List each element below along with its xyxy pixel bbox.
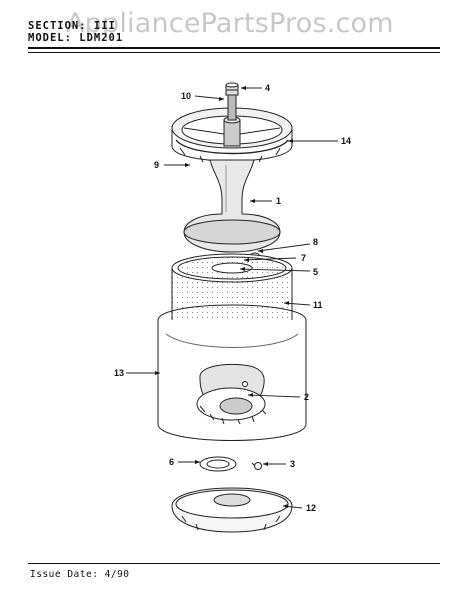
header-rule-thin xyxy=(28,52,440,53)
section-label: SECTION: III xyxy=(28,20,116,32)
model-label: MODEL: LDM201 xyxy=(28,32,124,44)
page-header: SECTION: III MODEL: LDM201 xyxy=(28,20,123,44)
callout-6: 6 xyxy=(169,457,174,467)
watermark: AppliancePartsPros.com xyxy=(66,8,394,39)
callout-9: 9 xyxy=(154,160,159,170)
callout-13: 13 xyxy=(114,368,124,378)
callout-7: 7 xyxy=(301,253,306,263)
callout-4: 4 xyxy=(265,83,270,93)
part-3-clip xyxy=(251,462,262,470)
leader-arrowheads xyxy=(155,86,293,508)
callout-8: 8 xyxy=(313,237,318,247)
part-2-fitting xyxy=(242,381,248,387)
footer-rule xyxy=(28,563,440,564)
part-1-agitator xyxy=(183,159,281,253)
callout-12: 12 xyxy=(306,503,316,513)
callout-3: 3 xyxy=(290,459,295,469)
part-12-bottom-plate xyxy=(171,487,293,533)
callout-11: 11 xyxy=(313,300,323,310)
callout-10: 10 xyxy=(181,91,191,101)
part-4-cap xyxy=(225,82,239,96)
part-6-gasket xyxy=(199,456,237,472)
callout-5: 5 xyxy=(313,267,318,277)
part-14-tub-ring xyxy=(171,94,293,163)
callout-14: 14 xyxy=(341,136,351,146)
callout-2: 2 xyxy=(304,392,309,402)
callout-1: 1 xyxy=(276,196,281,206)
header-rule-thick xyxy=(28,47,440,49)
issue-date: Issue Date: 4/90 xyxy=(30,569,130,580)
part-13-outer-tub xyxy=(157,304,307,441)
